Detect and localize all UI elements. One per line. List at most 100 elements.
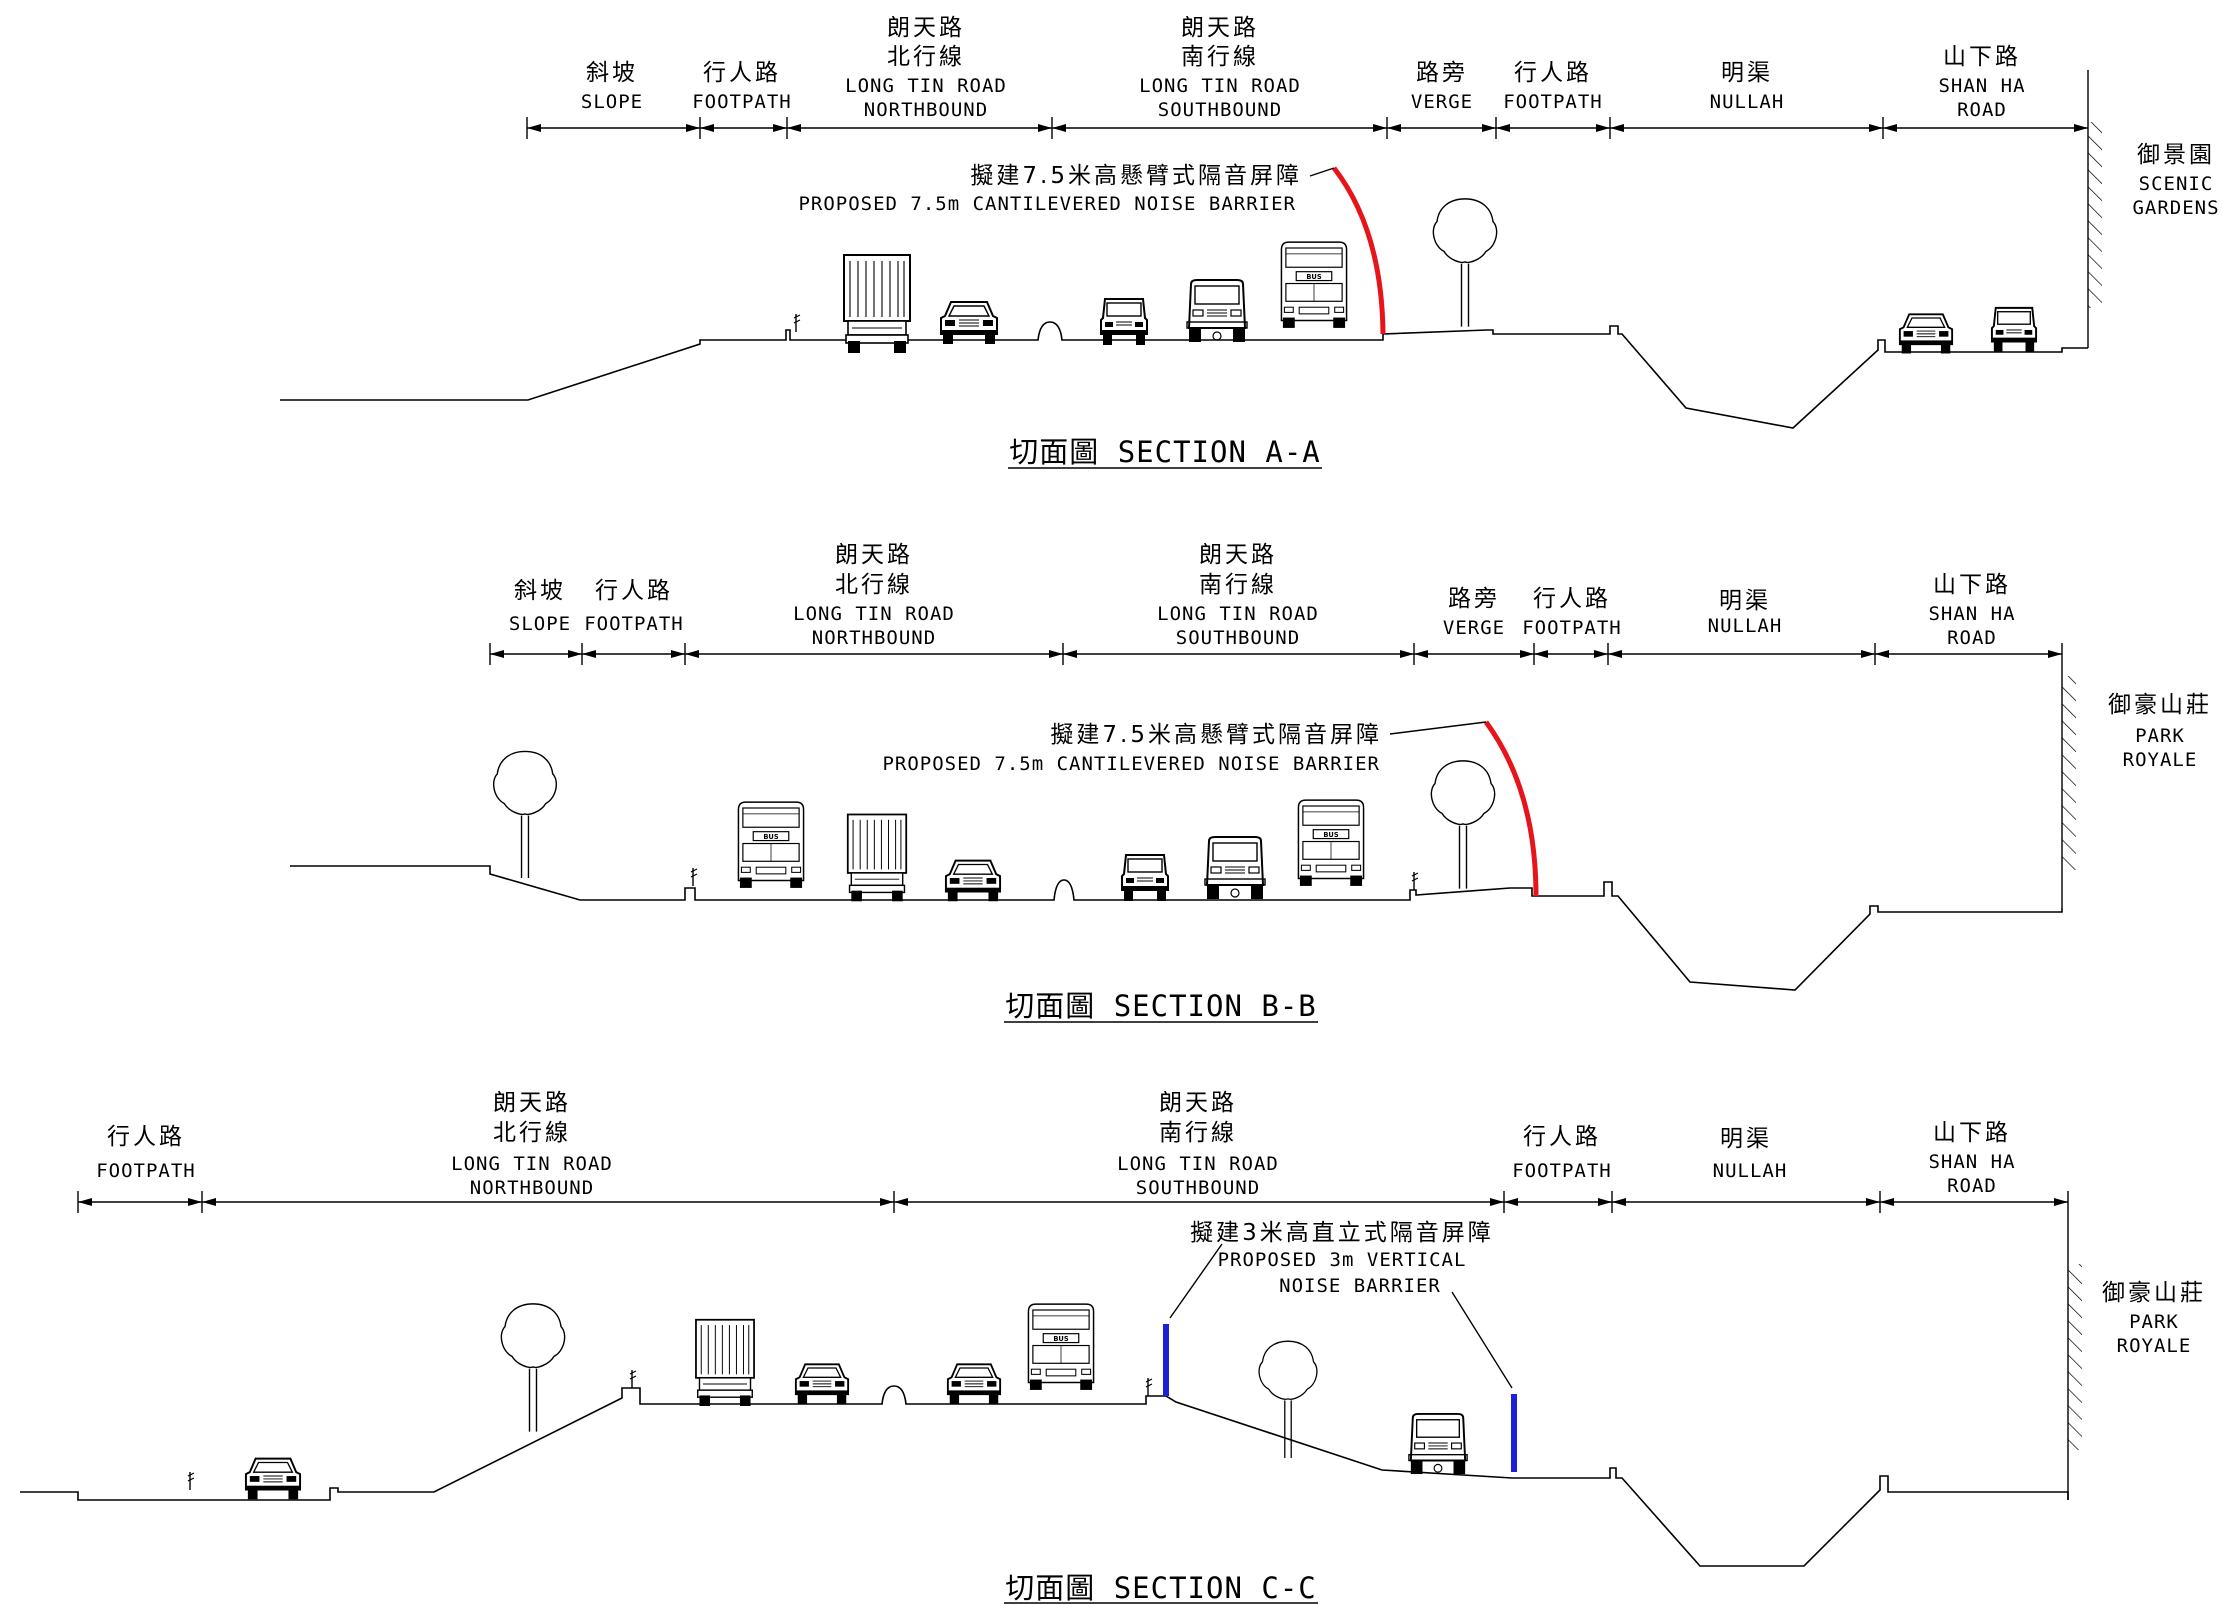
- col-slope-zh: 斜坡: [514, 578, 566, 604]
- col-northbound-zh-2: 北行線: [887, 44, 965, 70]
- barrier-b-zh: 擬建7.5米高懸臂式隔音屏障: [1050, 722, 1382, 748]
- section-c-title: 切面圖 SECTION C-C: [1005, 1571, 1317, 1605]
- truck-c-1: [695, 1318, 755, 1407]
- col-shanha-en-1: SHAN HA: [1928, 603, 2015, 625]
- section-a-dimension-line: [526, 70, 2089, 348]
- col-footpath-en: FOOTPATH: [96, 1160, 196, 1182]
- barrier-b-leader: [1389, 721, 1487, 735]
- col-shanha-en-2: ROAD: [1947, 627, 1997, 649]
- van-a-1: [1186, 279, 1248, 343]
- van-b-1: [1203, 835, 1267, 901]
- barrier-c-leader-2: [1451, 1291, 1513, 1389]
- col-slope-en: SLOPE: [509, 613, 571, 635]
- building-wall-b: [2062, 676, 2076, 870]
- col-southbound-zh-1: 朗天路: [1181, 15, 1259, 41]
- col-nullah-en: NULLAH: [1708, 615, 1783, 637]
- tree-a-1: [1432, 198, 1498, 328]
- col-shanha-zh: 山下路: [1933, 572, 2011, 598]
- truck-b-1: [846, 813, 908, 903]
- estate-c-en-2: ROYALE: [2117, 1335, 2192, 1357]
- car-a-2: [1898, 313, 1954, 355]
- col-southbound-en-2: SOUTHBOUND: [1176, 627, 1300, 649]
- col-northbound-zh-1: 朗天路: [835, 542, 913, 568]
- bus-c-1: [1027, 1303, 1095, 1391]
- col-slope-zh: 斜坡: [586, 60, 638, 86]
- col-nullah-en: NULLAH: [1710, 91, 1785, 113]
- col-northbound-zh-1: 朗天路: [887, 15, 965, 41]
- col-footpath2-zh: 行人路: [1514, 60, 1592, 86]
- building-wall-c: [2068, 1264, 2082, 1450]
- railing-c-2: [629, 1369, 637, 1389]
- col-southbound-en-1: LONG TIN ROAD: [1117, 1153, 1279, 1175]
- car-b-1: [944, 859, 1002, 903]
- col-shanha-zh: 山下路: [1933, 1120, 2011, 1146]
- building-wall-a: [2088, 122, 2102, 308]
- col-northbound-en-2: NORTHBOUND: [812, 627, 936, 649]
- section-a-title: 切面圖 SECTION A-A: [1009, 435, 1321, 469]
- barrier-a-zh: 擬建7.5米高懸臂式隔音屏障: [970, 163, 1302, 189]
- car-a-1: [940, 301, 998, 345]
- section-b-headings: 斜坡 SLOPE 行人路 FOOTPATH 朗天路 北行線 LONG TIN R…: [509, 542, 2015, 649]
- col-verge-zh: 路旁: [1448, 586, 1500, 612]
- section-a: 斜坡 SLOPE 行人路 FOOTPATH 朗天路 北行線 LONG TIN R…: [280, 15, 2219, 469]
- barrier-a-en: PROPOSED 7.5m CANTILEVERED NOISE BARRIER: [798, 193, 1296, 215]
- cantilever-noise-barrier-a: [1332, 166, 1386, 335]
- col-nullah-zh: 明渠: [1721, 60, 1773, 86]
- col-shanha-zh: 山下路: [1943, 44, 2021, 70]
- tree-b-1: [492, 750, 558, 879]
- barrier-a-leader: [1309, 167, 1335, 177]
- col-footpath2-zh: 行人路: [1523, 1124, 1601, 1150]
- col-shanha-en-2: ROAD: [1947, 1175, 1997, 1197]
- section-b: 斜坡 SLOPE 行人路 FOOTPATH 朗天路 北行線 LONG TIN R…: [290, 542, 2209, 1023]
- estate-a-en-2: GARDENS: [2132, 197, 2219, 219]
- col-nullah-zh: 明渠: [1720, 1126, 1772, 1152]
- col-footpath2-en: FOOTPATH: [1512, 1160, 1612, 1182]
- col-southbound-en-2: SOUTHBOUND: [1158, 99, 1282, 121]
- col-footpath-en: FOOTPATH: [584, 613, 684, 635]
- col-footpath2-en: FOOTPATH: [1503, 91, 1603, 113]
- bus-b-1: [737, 801, 805, 889]
- van-c-1: [1407, 1412, 1469, 1476]
- barrier-c-en-1: PROPOSED 3m VERTICAL: [1218, 1249, 1467, 1271]
- suv-a-1: [1100, 298, 1148, 346]
- estate-a-zh: 御景園: [2137, 142, 2215, 168]
- tree-c-1: [500, 1303, 566, 1433]
- section-a-headings: 斜坡 SLOPE 行人路 FOOTPATH 朗天路 北行線 LONG TIN R…: [581, 15, 2025, 121]
- col-northbound-en-2: NORTHBOUND: [470, 1177, 594, 1199]
- tree-c-2: [1258, 1340, 1318, 1459]
- col-southbound-zh-2: 南行線: [1159, 1120, 1237, 1146]
- col-verge-en: VERGE: [1443, 617, 1505, 639]
- col-slope-en: SLOPE: [581, 91, 643, 113]
- suv-b-1: [1121, 854, 1169, 902]
- railing-b-2: [1411, 871, 1419, 891]
- section-b-ground-profile: [290, 865, 2063, 991]
- suv-a-2: [1990, 306, 2038, 354]
- section-a-ground-profile: [280, 321, 2088, 429]
- railing-a-1: [793, 313, 801, 333]
- col-footpath-zh: 行人路: [595, 578, 673, 604]
- car-c-3: [946, 1363, 1002, 1405]
- col-southbound-en-1: LONG TIN ROAD: [1157, 603, 1319, 625]
- bus-a-1: [1280, 241, 1348, 329]
- col-southbound-zh-1: 朗天路: [1199, 542, 1277, 568]
- estate-c-en-1: PARK: [2129, 1311, 2179, 1333]
- estate-b-en-1: PARK: [2135, 725, 2185, 747]
- col-southbound-zh-2: 南行線: [1181, 44, 1259, 70]
- col-nullah-en: NULLAH: [1713, 1160, 1788, 1182]
- car-c-1: [244, 1457, 302, 1501]
- cantilever-noise-barrier-b: [1483, 720, 1539, 897]
- col-northbound-zh-1: 朗天路: [493, 1090, 571, 1116]
- col-northbound-en-1: LONG TIN ROAD: [451, 1153, 613, 1175]
- col-southbound-en-1: LONG TIN ROAD: [1139, 75, 1301, 97]
- estate-a-en-1: SCENIC: [2139, 173, 2214, 195]
- col-northbound-zh-2: 北行線: [493, 1120, 571, 1146]
- barrier-c-zh: 擬建3米高直立式隔音屏障: [1190, 1220, 1494, 1246]
- barrier-c-en-2: NOISE BARRIER: [1279, 1275, 1441, 1297]
- col-verge-zh: 路旁: [1416, 60, 1468, 86]
- col-southbound-zh-2: 南行線: [1199, 572, 1277, 598]
- col-footpath2-zh: 行人路: [1533, 586, 1611, 612]
- col-northbound-zh-2: 北行線: [835, 572, 913, 598]
- barrier-c-leader-1: [1169, 1243, 1223, 1319]
- col-shanha-en-2: ROAD: [1957, 99, 2007, 121]
- col-northbound-en-2: NORTHBOUND: [864, 99, 988, 121]
